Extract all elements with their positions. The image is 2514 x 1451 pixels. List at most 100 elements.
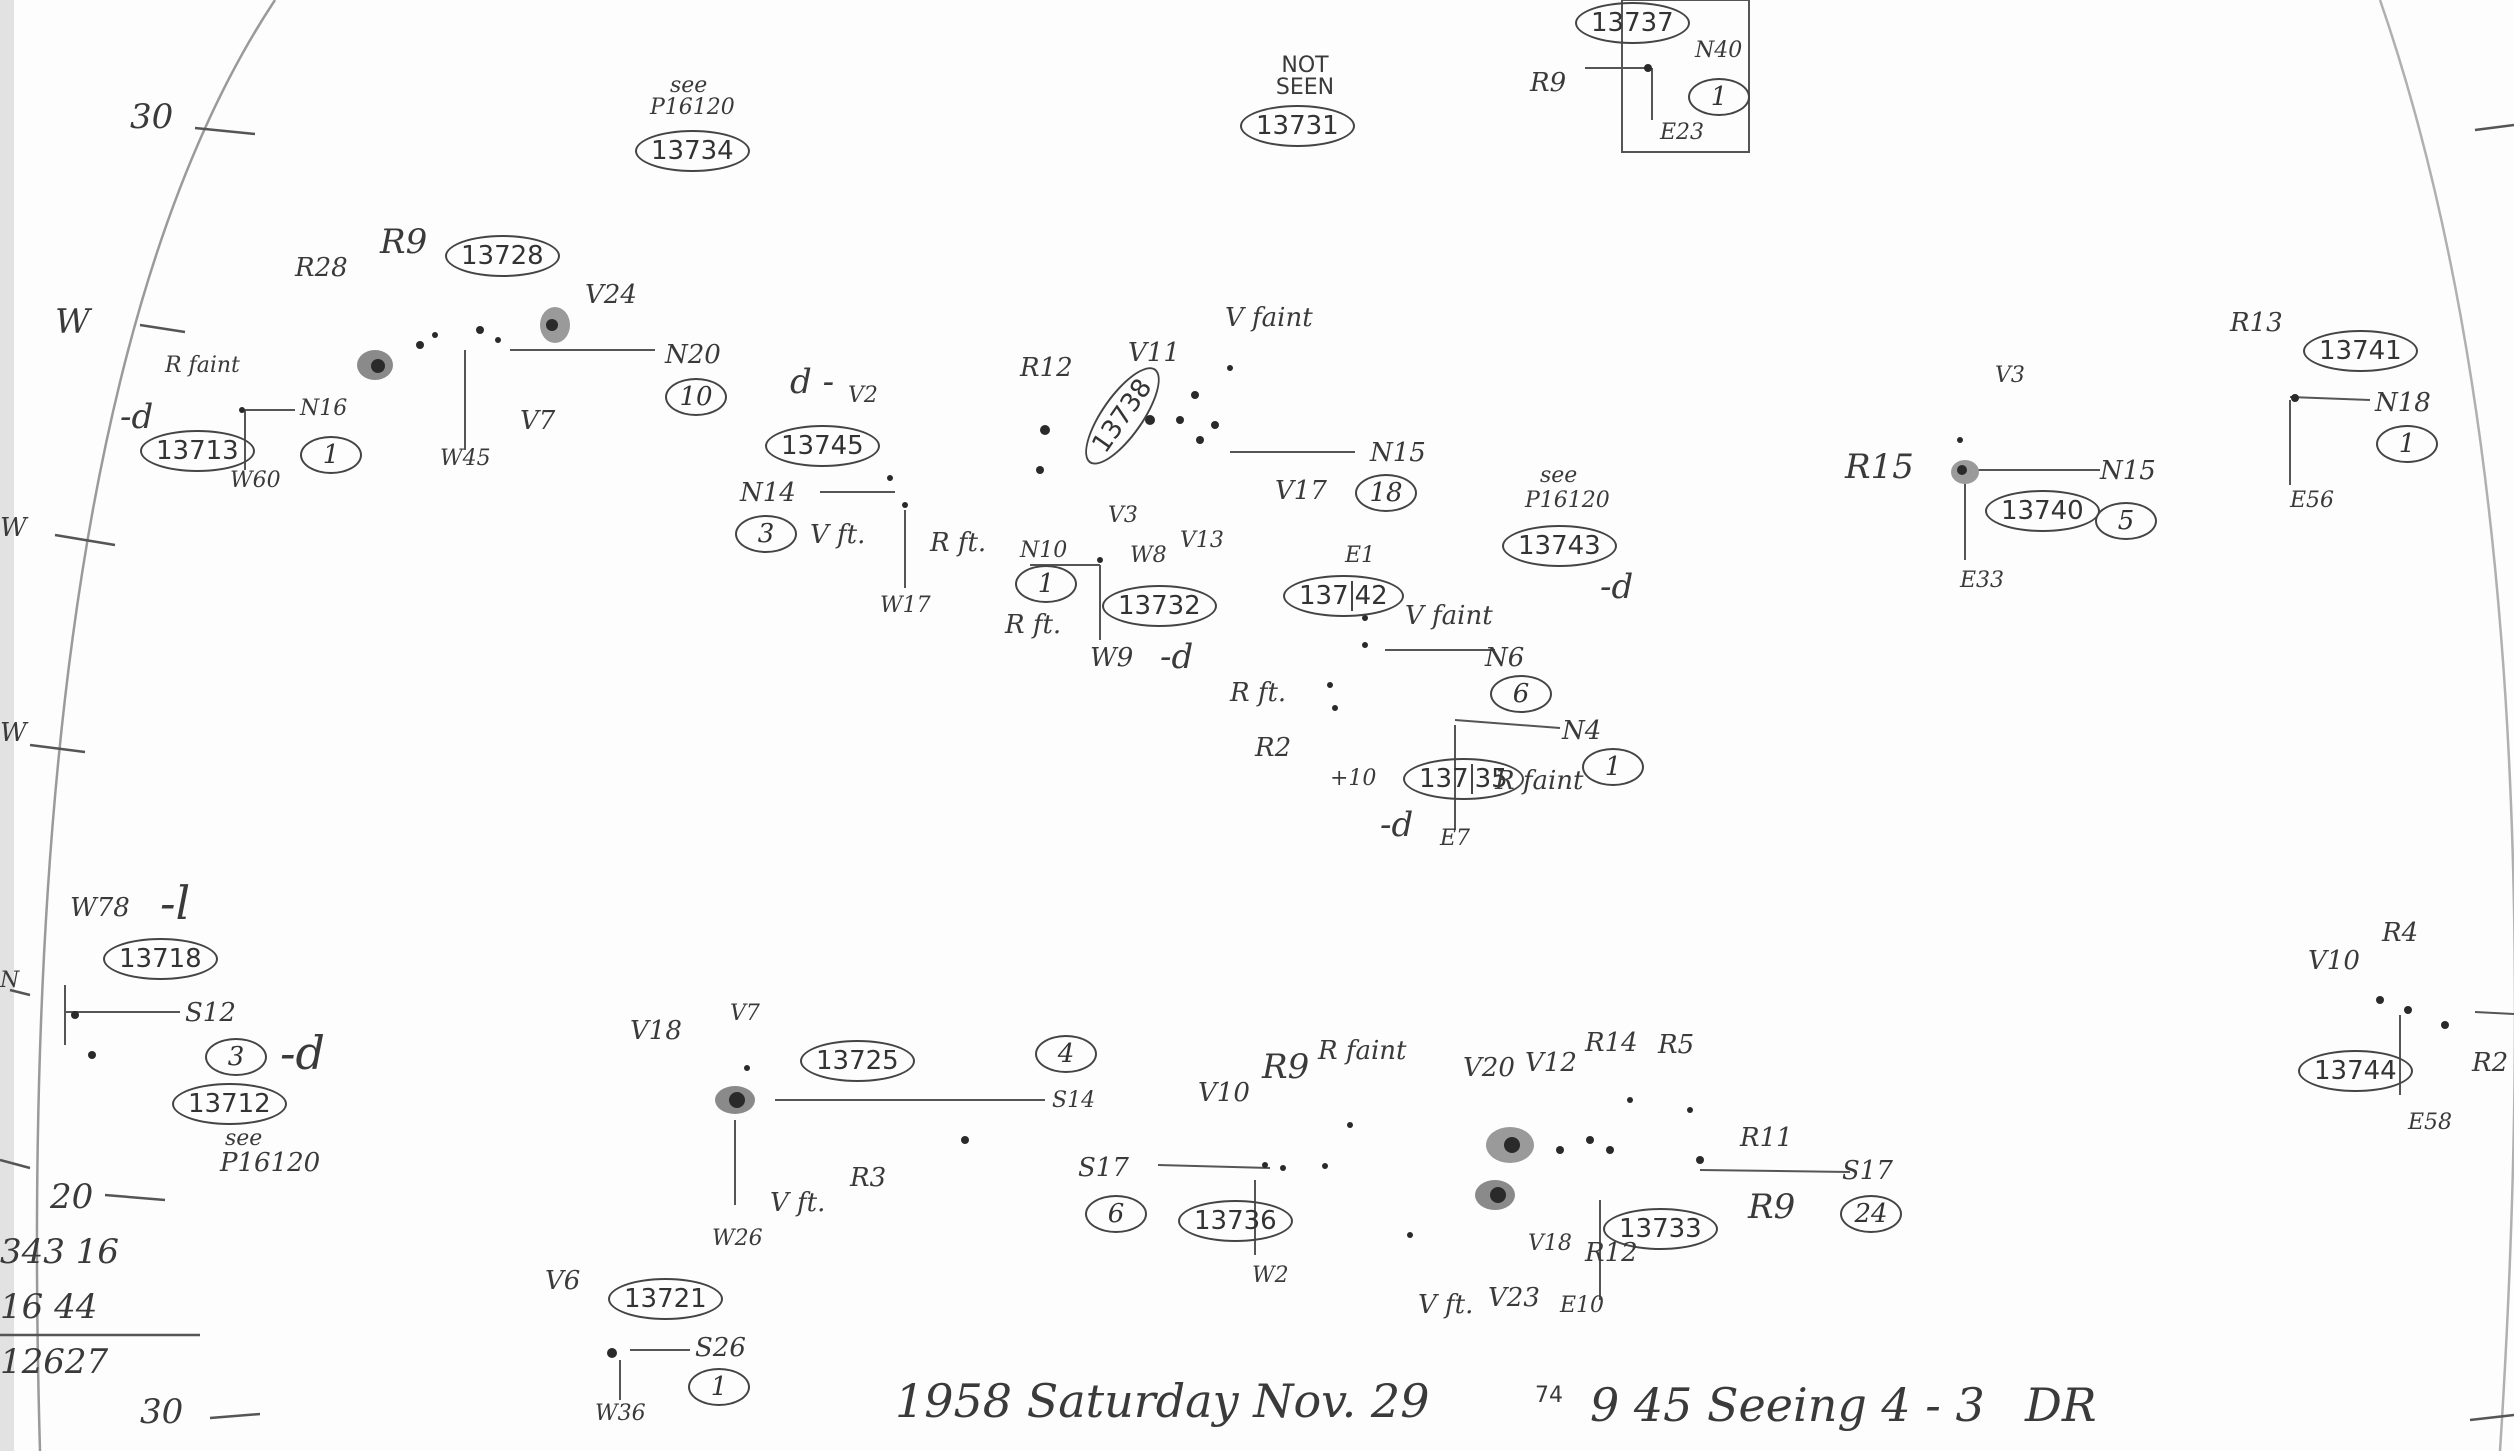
spot-label: V faint: [1405, 601, 1493, 631]
group-number: 13734: [635, 130, 750, 172]
group-number: 13731: [1240, 105, 1355, 147]
group-number: 13741: [2303, 330, 2418, 372]
spot-label: N14: [740, 478, 796, 508]
spot-label: R9: [1748, 1187, 1796, 1227]
spot-count: 4: [1035, 1035, 1097, 1073]
group-number: 13725: [800, 1040, 915, 1082]
spot-label: S12: [185, 998, 236, 1028]
margin-sum: 12627: [0, 1342, 109, 1382]
spot-label: S26: [695, 1333, 746, 1363]
spot-label: V3: [1995, 363, 2025, 388]
spot-label: N20: [665, 340, 721, 370]
margin-tick-label: W: [55, 302, 90, 342]
margin-tick-label: 30: [130, 97, 174, 137]
spot-label: E56: [2290, 488, 2335, 513]
spot-label: V6: [545, 1266, 581, 1296]
spot-label: N15: [1370, 438, 1426, 468]
spot-count: 10: [665, 378, 727, 416]
spot-count: 3: [205, 1038, 267, 1076]
spot-label: E10: [1560, 1293, 1605, 1318]
spot-label: R13: [2230, 308, 2283, 338]
spot-label: N4: [1562, 716, 1602, 746]
group-note: -d: [1160, 637, 1194, 677]
spot-label: V12: [1525, 1048, 1577, 1078]
observer-initials: DR: [2025, 1378, 2097, 1432]
spot-label: R faint: [1318, 1036, 1407, 1066]
reference: P16120: [650, 95, 735, 120]
spot-label: W17: [880, 593, 931, 618]
margin-sum: 343 16: [0, 1232, 119, 1272]
spot-count: 1: [1015, 565, 1077, 603]
group-number: 13712: [172, 1083, 287, 1125]
spot-label: V18: [630, 1016, 682, 1046]
spot-label: S14: [1052, 1088, 1096, 1113]
spot-label: N16: [300, 396, 348, 421]
group-number: 13745: [765, 425, 880, 467]
group-note: d -: [790, 362, 835, 402]
spot-label: V ft.: [770, 1188, 826, 1218]
spot-label: V17: [1275, 476, 1327, 506]
spot-label: R14: [1585, 1028, 1638, 1058]
spot-count: 3: [735, 515, 797, 553]
spot-label: V24: [585, 280, 637, 310]
margin-tick-label: W: [0, 513, 27, 543]
group-note: -d: [120, 397, 154, 437]
spot-count: 18: [1355, 474, 1417, 512]
spot-label: R3: [850, 1163, 887, 1193]
seeing-note: 9 45 Seeing 4 - 3: [1590, 1378, 1985, 1432]
group-note: -d: [1380, 805, 1414, 845]
date-superscript: 74: [1535, 1383, 1563, 1408]
spot-label: R2: [1255, 733, 1292, 763]
spot-label: R2: [2472, 1048, 2509, 1078]
group-note: -d: [1600, 567, 1634, 607]
group-number: 13733: [1603, 1208, 1718, 1250]
group-number: 13744: [2298, 1050, 2413, 1092]
spot-label: S17: [1078, 1153, 1129, 1183]
spot-label: W2: [1252, 1263, 1289, 1288]
spot-label: V faint: [1225, 303, 1313, 333]
group-number: 13718: [103, 938, 218, 980]
margin-tick-label: N: [0, 968, 20, 993]
spot-label: W8: [1130, 543, 1167, 568]
group-number: 13737: [1575, 2, 1690, 44]
group-note: see: [670, 73, 708, 98]
spot-label: R15: [1845, 447, 1914, 487]
observation-date: 1958 Saturday Nov. 29: [895, 1374, 1430, 1428]
group-note: see: [225, 1126, 263, 1151]
spot-label: V7: [520, 406, 556, 436]
spot-label: R ft.: [930, 528, 987, 558]
spot-label: R11: [1740, 1123, 1793, 1153]
spot-count: 5: [2095, 502, 2157, 540]
spot-label: N40: [1695, 38, 1743, 63]
spot-label: V ft.: [810, 520, 866, 550]
group-note: -l: [160, 876, 191, 930]
spot-label: V3: [1108, 503, 1138, 528]
group-number: 13736: [1178, 1200, 1293, 1242]
spot-label: V7: [730, 1001, 760, 1026]
spot-label: R faint: [1495, 766, 1584, 796]
spot-count: 6: [1085, 1195, 1147, 1233]
spot-count: 24: [1840, 1195, 1902, 1233]
spot-label: E33: [1960, 568, 2005, 593]
spot-label: V20: [1463, 1053, 1515, 1083]
group-note: -d: [280, 1026, 325, 1080]
spot-count: 1: [2376, 425, 2438, 463]
spot-label: V13: [1180, 528, 1224, 553]
spot-count: 1: [1688, 78, 1750, 116]
spot-label: V2: [848, 383, 878, 408]
reference: P16120: [1525, 488, 1610, 513]
spot-label: E23: [1660, 120, 1705, 145]
margin-tick-label: W: [0, 718, 27, 748]
group-number: 13732: [1102, 585, 1217, 627]
group-number: 13728: [445, 235, 560, 277]
spot-label: N10: [1020, 538, 1068, 563]
group-note: NOT SEEN: [1275, 53, 1335, 100]
spot-label: R ft.: [1005, 610, 1062, 640]
margin-tick-label: 30: [140, 1392, 184, 1432]
margin-sum: 16 44: [0, 1287, 98, 1327]
spot-label: W78: [70, 893, 130, 923]
spot-label: V10: [2308, 946, 2360, 976]
